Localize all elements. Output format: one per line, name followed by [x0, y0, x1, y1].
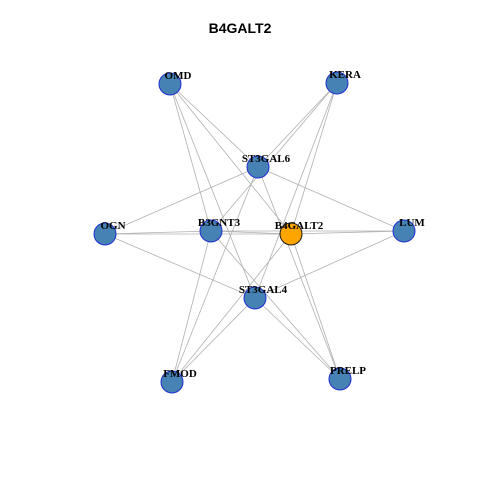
- node-b4galt2[interactable]: [279, 222, 303, 246]
- edge-fmod-b4galt2: [171, 233, 292, 383]
- edge-ogn-st3gal4: [104, 233, 256, 299]
- node-st3gal4[interactable]: [243, 286, 267, 310]
- edge-prelp-b3gnt3: [210, 230, 341, 380]
- edge-kera-b3gnt3: [210, 82, 338, 232]
- graph-title: B4GALT2: [208, 20, 272, 36]
- edge-lum-st3gal4: [254, 230, 405, 299]
- node-label-b3gnt3: B3GNT3: [198, 217, 241, 229]
- node-label-b4galt2: B4GALT2: [275, 220, 324, 232]
- edge-kera-st3gal6: [257, 82, 338, 168]
- node-label-st3gal4: ST3GAL4: [239, 284, 288, 296]
- node-label-prelp: PRELP: [330, 365, 366, 377]
- node-fmod[interactable]: [160, 370, 184, 394]
- node-label-ogn: OGN: [100, 220, 125, 232]
- node-lum[interactable]: [392, 219, 416, 243]
- edge-omd-st3gal4: [169, 83, 256, 299]
- node-omd[interactable]: [158, 72, 182, 96]
- node-st3gal6[interactable]: [246, 155, 270, 179]
- node-label-lum: LUM: [399, 217, 425, 229]
- edge-b3gnt3-b4galt2: [210, 230, 292, 235]
- edge-fmod-b3gnt3: [171, 230, 212, 383]
- node-kera[interactable]: [325, 71, 349, 95]
- node-layer: [93, 71, 416, 394]
- node-label-fmod: FMOD: [163, 368, 197, 380]
- edge-fmod-st3gal4: [171, 297, 256, 383]
- node-prelp[interactable]: [328, 367, 352, 391]
- node-label-omd: OMD: [165, 70, 192, 82]
- edge-ogn-b3gnt3: [104, 230, 212, 235]
- edge-prelp-st3gal6: [257, 166, 341, 380]
- edge-ogn-st3gal6: [104, 166, 259, 235]
- node-label-st3gal6: ST3GAL6: [242, 153, 291, 165]
- edge-layer: [104, 82, 405, 383]
- edge-lum-st3gal6: [257, 166, 405, 232]
- node-ogn[interactable]: [93, 222, 117, 246]
- edge-kera-b4galt2: [290, 82, 338, 235]
- node-b3gnt3[interactable]: [199, 219, 223, 243]
- edge-omd-b4galt2: [169, 83, 292, 235]
- edge-omd-b3gnt3: [169, 83, 212, 232]
- edge-prelp-st3gal4: [254, 297, 341, 380]
- edge-prelp-b4galt2: [290, 233, 341, 380]
- edge-omd-st3gal6: [169, 83, 259, 168]
- node-label-kera: KERA: [329, 69, 361, 81]
- edge-fmod-st3gal6: [171, 166, 259, 383]
- edge-lum-b4galt2: [290, 230, 405, 235]
